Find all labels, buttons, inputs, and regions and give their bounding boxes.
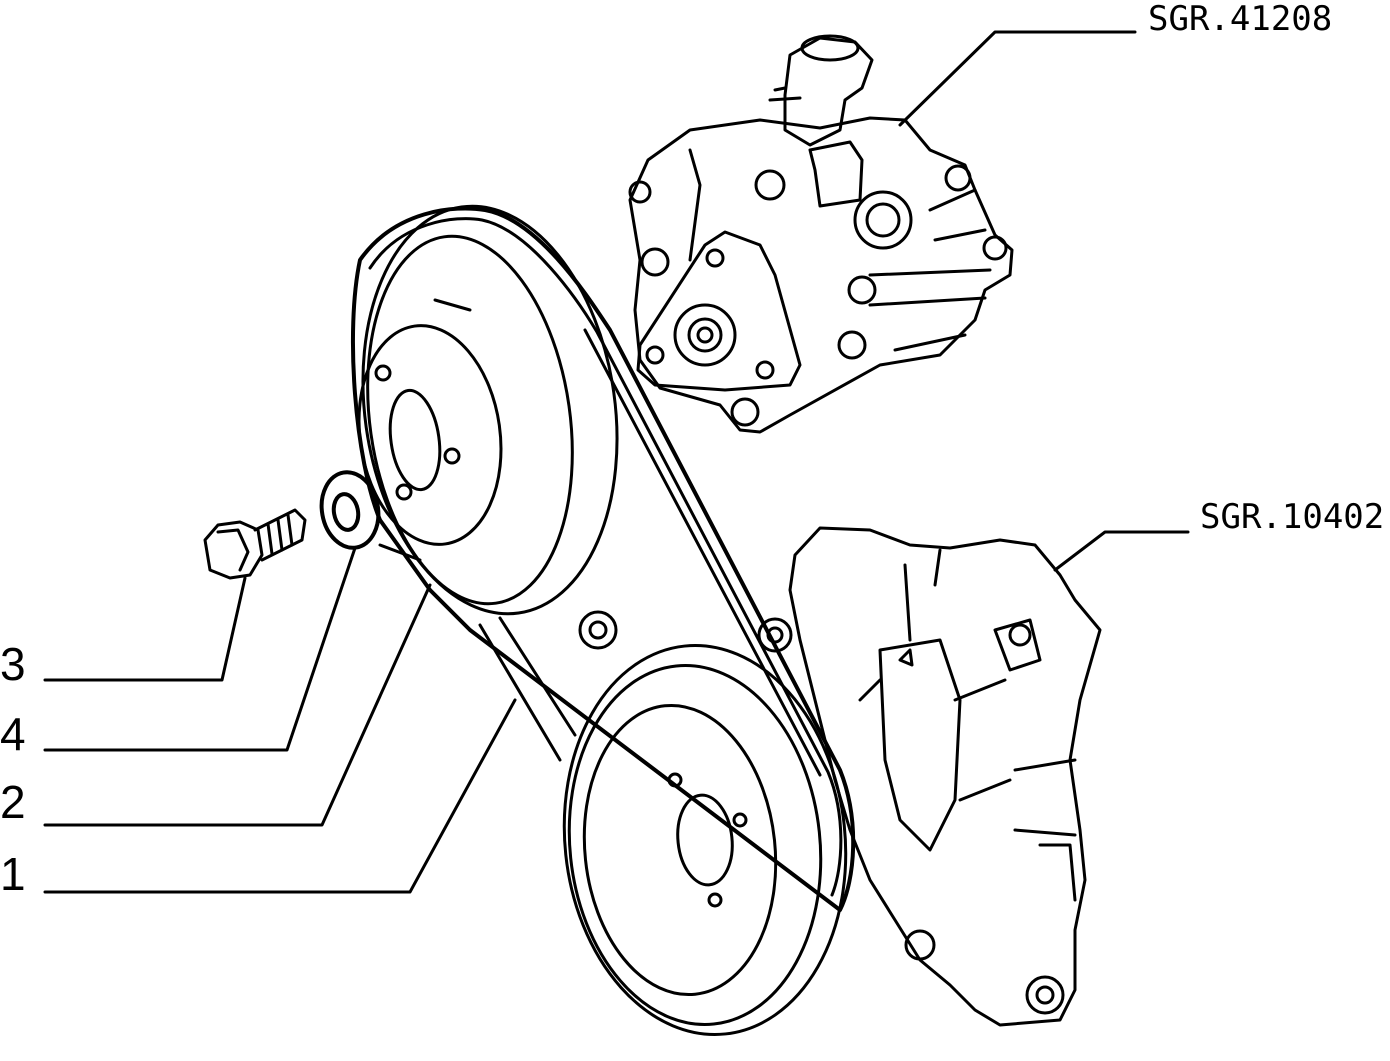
pump-reference-label: SGR.41208 (1148, 0, 1332, 39)
bracket-bolts (578, 610, 793, 653)
pump-bracket (788, 526, 1102, 1027)
power-steering-pump (628, 34, 1014, 434)
bolt (203, 508, 307, 580)
leader-lines (43, 30, 1190, 894)
bracket-reference-label: SGR.10402 (1200, 497, 1384, 537)
callout-1: 1 (0, 848, 26, 900)
callout-4: 4 (0, 708, 26, 760)
lower-pulley (562, 644, 848, 1036)
washer (319, 470, 381, 550)
callout-2: 2 (0, 776, 26, 828)
callout-3: 3 (0, 638, 26, 690)
upper-pulley (357, 204, 619, 616)
drive-belt (350, 206, 856, 912)
